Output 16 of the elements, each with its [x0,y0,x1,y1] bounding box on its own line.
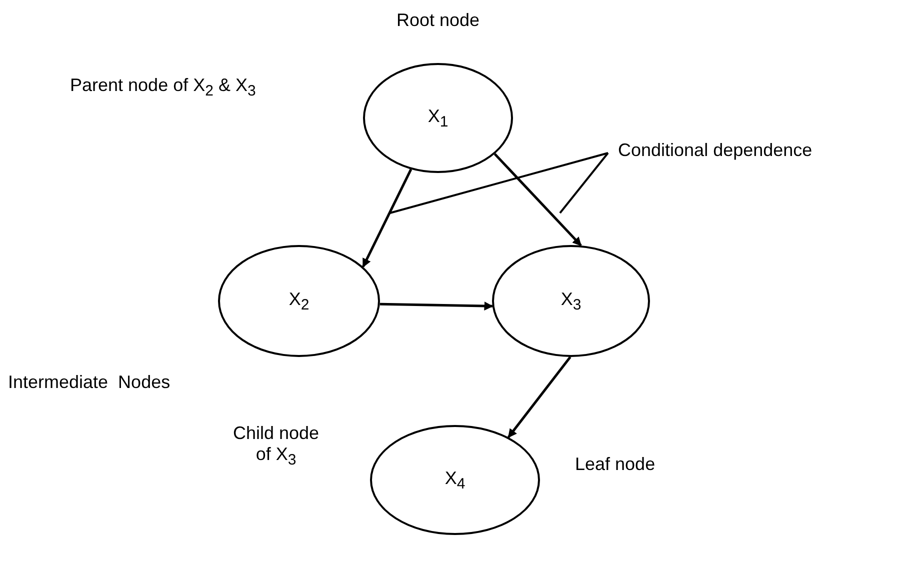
arrow [362,168,412,268]
node-label: X$_{2}$ [288,288,310,314]
arrow [380,302,494,311]
leader-line [390,152,608,214]
annotation-text: Conditional dependence [618,140,912,166]
node-caption: Leaf node [575,454,656,475]
arrow [507,356,572,438]
node-label: X$_{1}$ [428,106,448,130]
node-label: X$_{4}$ [444,468,466,492]
group-caption: Intermediate Nodes [8,372,170,393]
group-caption: Parent node of X$_{2}$ & X$_{3}$ [70,75,256,100]
node-caption: Root node [395,10,481,31]
node-label: X$_{3}$ [560,288,582,314]
arrow [494,153,582,246]
node-caption: Child node of X$_{3}$ [232,423,320,469]
leader-line [559,152,609,214]
